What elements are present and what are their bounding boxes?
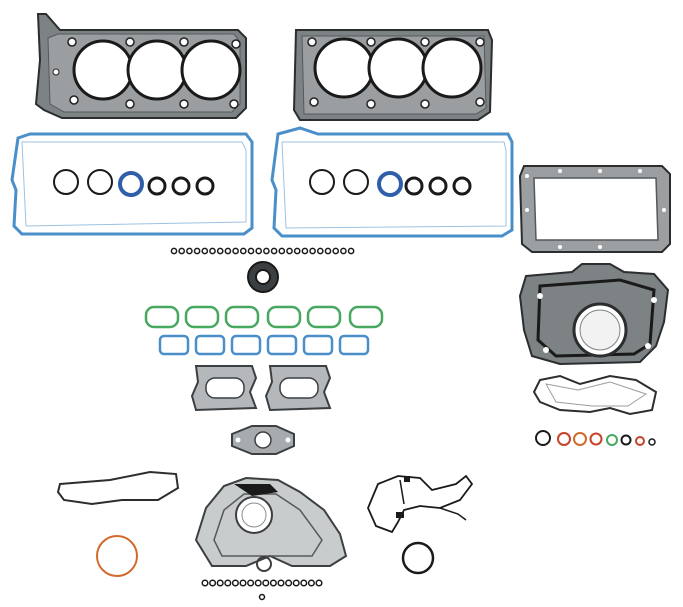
rear-main-seal [247,261,279,293]
small-o-ring [293,247,301,255]
small-washer [209,579,217,587]
small-o-ring [209,247,216,255]
flange-gasket [231,425,295,455]
small-washer [254,579,262,587]
small-o-ring [278,247,286,255]
pickup-gasket [56,470,180,506]
valve-cover-gasket-left [10,132,254,236]
small-o-ring [263,247,270,255]
o-ring-assortment [535,430,656,446]
small-o-ring [201,247,209,255]
intake-gaskets-blue [158,334,370,356]
small-o-ring [316,247,324,255]
small-washer [292,579,300,587]
black-seal-ring [401,541,435,575]
small-washer [307,579,315,587]
small-washer [300,579,308,587]
small-washer [239,579,247,587]
large-seal-ring [96,535,138,577]
small-o-ring [216,247,224,255]
exhaust-gaskets [190,365,332,412]
small-o-ring [247,247,255,255]
small-washer [231,579,239,587]
small-o-ring [186,247,193,255]
timing-cover-gasket [532,374,658,416]
small-washer [201,579,209,587]
head-gasket-right [292,29,494,121]
small-washer [224,579,232,587]
small-washer [258,593,266,601]
water-pump-gasket [194,476,348,572]
small-washer [285,579,293,587]
small-o-ring [340,247,347,255]
small-o-ring-row [170,247,355,255]
small-washer [315,579,323,587]
intake-gaskets-green [144,305,384,329]
small-o-ring [332,247,340,255]
harness-seal [367,474,474,534]
small-washer [262,579,270,587]
head-gasket-left [34,13,247,119]
small-o-ring [255,247,263,255]
bottom-washer-row [201,579,323,601]
small-o-ring [301,247,309,255]
small-o-ring [193,247,201,255]
small-washer [269,579,277,587]
small-o-ring [170,247,178,255]
small-o-ring [270,247,278,255]
oil-pan-gasket [518,165,671,253]
small-o-ring [239,247,247,255]
small-o-ring [224,247,232,255]
small-o-ring [324,247,332,255]
rear-seal-housing [518,263,670,366]
small-o-ring [309,247,316,255]
small-o-ring [347,247,355,255]
valve-cover-gasket-right [270,126,514,238]
small-washer [216,579,224,587]
small-o-ring [178,247,186,255]
small-washer [247,579,255,587]
small-o-ring [232,247,239,255]
small-washer [277,579,285,587]
small-o-ring [286,247,293,255]
